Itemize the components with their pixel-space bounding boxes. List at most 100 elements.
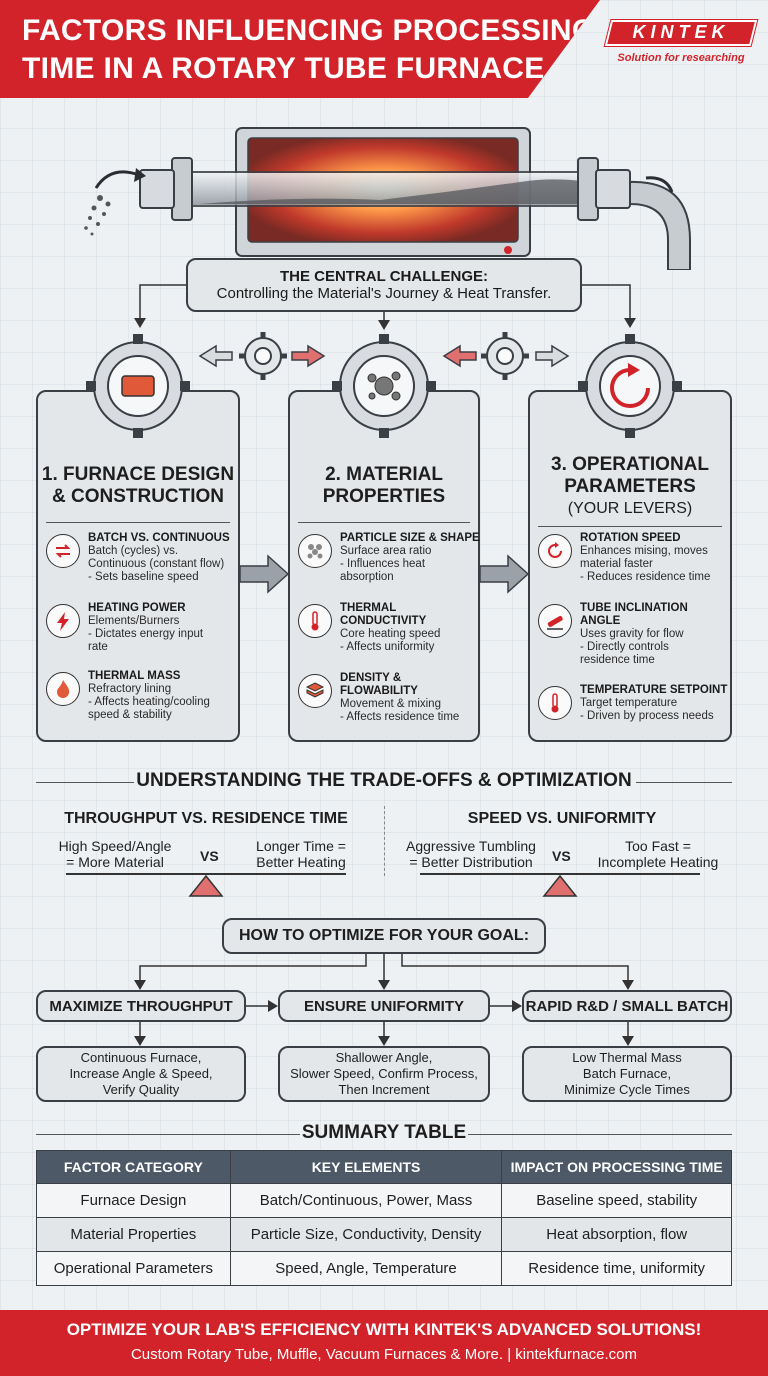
column-3-title-line-1: 3. OPERATIONAL: [551, 454, 709, 475]
table-header: IMPACT ON PROCESSING TIME: [501, 1150, 732, 1184]
item-head: TEMPERATURE SETPOINT: [580, 684, 728, 696]
column-gear-icons: [86, 334, 682, 438]
table-row: Material Properties Particle Size, Condu…: [36, 1217, 732, 1252]
optimize-connectors: [134, 954, 634, 1046]
goal-maximize-throughput-steps: Continuous Furnace, Increase Angle & Spe…: [36, 1046, 246, 1102]
column-2-title-line-2: PROPERTIES: [322, 486, 446, 507]
table-header-row: FACTOR CATEGORY KEY ELEMENTS IMPACT ON P…: [36, 1150, 732, 1184]
divider-line: [36, 1134, 300, 1135]
item-head: PARTICLE SIZE & SHAPE: [340, 532, 480, 544]
challenge-title: THE CENTRAL CHALLENGE:: [279, 268, 489, 285]
column-3-title-line-2: PARAMETERS: [564, 476, 696, 497]
particles-icon: [367, 371, 401, 401]
footer-subline: Custom Rotary Tube, Muffle, Vacuum Furna…: [130, 1346, 638, 1363]
tradeoff-left-a: High Speed/Angle = More Material: [58, 838, 172, 870]
divider-line: [636, 782, 732, 783]
table-cell: Furnace Design: [36, 1183, 231, 1218]
item-body: Batch (cycles) vs. Continuous (constant …: [88, 545, 225, 583]
tradeoff-right-a: Aggressive Tumbling = Better Distributio…: [406, 838, 536, 870]
table-cell: Residence time, uniformity: [501, 1251, 732, 1286]
footer-headline: OPTIMIZE YOUR LAB'S EFFICIENCY WITH KINT…: [66, 1320, 702, 1339]
table-row: Furnace Design Batch/Continuous, Power, …: [36, 1183, 732, 1218]
flame-icon: [46, 672, 80, 706]
footer-banner: OPTIMIZE YOUR LAB'S EFFICIENCY WITH KINT…: [0, 1310, 768, 1376]
column-1-title-line-2: & CONSTRUCTION: [51, 486, 225, 507]
item-head: HEATING POWER: [88, 602, 186, 614]
page-title-line-2: TIME IN A ROTARY TUBE FURNACE: [22, 52, 545, 85]
table-cell: Particle Size, Conductivity, Density: [229, 1217, 503, 1252]
table-header: FACTOR CATEGORY: [36, 1150, 231, 1184]
goal-body: Continuous Furnace, Increase Angle & Spe…: [69, 1050, 213, 1097]
summary-title: SUMMARY TABLE: [301, 1122, 467, 1143]
column-divider: [538, 526, 722, 527]
column-divider: [298, 522, 470, 523]
layers-icon: [298, 674, 332, 708]
incline-tube-icon: [538, 604, 572, 638]
goal-body: Low Thermal Mass Batch Furnace, Minimize…: [564, 1050, 690, 1097]
tradeoff-left-title: THROUGHPUT VS. RESIDENCE TIME: [64, 810, 348, 827]
column-2-title-line-1: 2. MATERIAL: [325, 464, 443, 485]
item-head: BATCH VS. CONTINUOUS: [88, 532, 230, 544]
rotation-icon: [538, 534, 572, 568]
goal-ensure-uniformity-steps: Shallower Angle, Slower Speed, Confirm P…: [278, 1046, 490, 1102]
summary-table: FACTOR CATEGORY KEY ELEMENTS IMPACT ON P…: [36, 1150, 732, 1286]
column-furnace-design: 1. FURNACE DESIGN & CONSTRUCTION BATCH V…: [36, 390, 240, 742]
item-head: DENSITY & FLOWABILITY: [340, 672, 418, 697]
item-body: Refractory lining - Affects heating/cool…: [88, 683, 210, 721]
balance-scale-icon: [420, 873, 700, 897]
column-operational-parameters: 3. OPERATIONAL PARAMETERS (YOUR LEVERS) …: [528, 390, 732, 742]
optimize-title: HOW TO OPTIMIZE FOR YOUR GOAL:: [238, 927, 530, 944]
tradeoff-left-b: Longer Time = Better Heating: [256, 838, 346, 870]
table-cell: Baseline speed, stability: [501, 1183, 732, 1218]
table-row: Operational Parameters Speed, Angle, Tem…: [36, 1251, 732, 1286]
central-challenge-box: THE CENTRAL CHALLENGE: Controlling the M…: [186, 258, 582, 312]
table-cell: Batch/Continuous, Power, Mass: [229, 1183, 503, 1218]
column-material-properties: 2. MATERIAL PROPERTIES PARTICLE SIZE & S…: [288, 390, 480, 742]
item-head: ROTATION SPEED: [580, 532, 681, 544]
goal-body: Shallower Angle, Slower Speed, Confirm P…: [290, 1050, 478, 1097]
tradeoff-left-vs: VS: [200, 848, 219, 864]
item-body: Enhances mising, moves material faster -…: [580, 545, 711, 583]
cycle-arrows-icon: [46, 534, 80, 568]
thermometer-icon: [298, 604, 332, 638]
challenge-subtitle: Controlling the Material's Journey & Hea…: [216, 285, 552, 302]
goal-title: MAXIMIZE THROUGHPUT: [49, 997, 233, 1015]
tradeoff-right-vs: VS: [552, 848, 571, 864]
arrow-right-icon: [239, 554, 290, 594]
particles-icon: [298, 534, 332, 568]
lightning-icon: [46, 604, 80, 638]
tradeoff-right-b: Too Fast = Incomplete Heating: [597, 838, 719, 870]
optimize-title-box: HOW TO OPTIMIZE FOR YOUR GOAL:: [222, 918, 546, 954]
item-head: THERMAL MASS: [88, 670, 181, 682]
goal-maximize-throughput: MAXIMIZE THROUGHPUT: [36, 990, 246, 1022]
rotary-furnace-illustration: [84, 127, 691, 270]
tradeoffs-title: UNDERSTANDING THE TRADE-OFFS & OPTIMIZAT…: [136, 770, 632, 791]
table-cell: Speed, Angle, Temperature: [229, 1251, 503, 1286]
header-banner: FACTORS INFLUENCING PROCESSING TIME IN A…: [0, 0, 600, 98]
arrow-right-icon: [479, 554, 530, 594]
goal-rapid-rd-steps: Low Thermal Mass Batch Furnace, Minimize…: [522, 1046, 732, 1102]
item-body: Target temperature - Driven by process n…: [580, 697, 714, 722]
item-body: Movement & mixing - Affects residence ti…: [340, 698, 460, 723]
column-divider: [46, 522, 230, 523]
tradeoff-divider: [384, 806, 385, 876]
divider-line: [36, 782, 134, 783]
goal-title: RAPID R&D / SMALL BATCH: [525, 997, 729, 1015]
column-3-title-line-3: (YOUR LEVERS): [567, 500, 693, 517]
thermometer-icon: [538, 686, 572, 720]
item-head: THERMAL CONDUCTIVITY: [340, 602, 427, 627]
divider-line: [468, 1134, 732, 1135]
goal-title: ENSURE UNIFORMITY: [303, 997, 464, 1015]
logo-tagline: Solution for researching: [617, 52, 745, 64]
table-cell: Heat absorption, flow: [501, 1217, 732, 1252]
item-body: Core heating speed - Affects uniformity: [340, 628, 441, 653]
column-1-title-line-1: 1. FURNACE DESIGN: [41, 464, 235, 485]
rotation-icon: [610, 368, 650, 408]
table-cell: Material Properties: [36, 1217, 231, 1252]
goal-rapid-rd: RAPID R&D / SMALL BATCH: [522, 990, 732, 1022]
item-body: Uses gravity for flow - Directly control…: [580, 628, 684, 666]
tradeoff-right-title: SPEED VS. UNIFORMITY: [467, 810, 657, 827]
furnace-icon: [121, 375, 155, 397]
balance-scale-icon: [66, 873, 346, 897]
table-cell: Operational Parameters: [36, 1251, 231, 1286]
